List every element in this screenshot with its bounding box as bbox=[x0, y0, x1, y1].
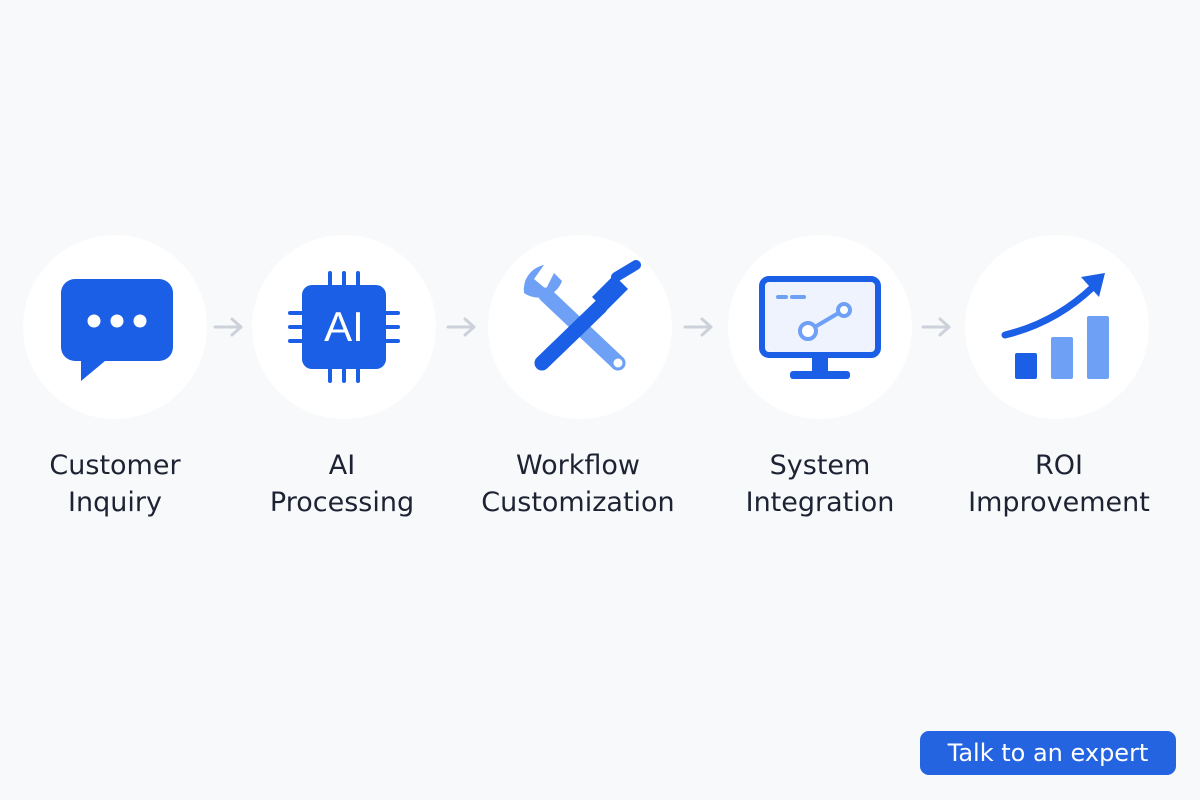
step-circle-roi-improvement bbox=[965, 235, 1149, 419]
step-circle-ai-processing: AI bbox=[252, 235, 436, 419]
arrow-right-icon bbox=[921, 317, 951, 337]
step-label-line: Customization bbox=[481, 487, 675, 518]
step-label-ai-processing: AI Processing bbox=[222, 447, 462, 521]
step-label-line: Inquiry bbox=[68, 487, 162, 518]
chip-label: AI bbox=[324, 303, 364, 350]
step-label-line: ROI bbox=[1035, 450, 1083, 481]
step-circle-workflow-customization bbox=[488, 235, 672, 419]
step-label-line: Integration bbox=[745, 487, 895, 518]
step-label-line: AI bbox=[328, 450, 356, 481]
step-label-line: Customer bbox=[49, 450, 181, 481]
step-label-line: Processing bbox=[269, 487, 415, 518]
step-label-line: System bbox=[769, 450, 871, 481]
talk-to-expert-button[interactable]: Talk to an expert bbox=[920, 731, 1176, 775]
chat-bubble-icon bbox=[61, 279, 173, 381]
step-label-customer-inquiry: Customer Inquiry bbox=[0, 447, 235, 521]
growth-chart-icon bbox=[1001, 273, 1109, 379]
arrow-right-icon bbox=[213, 317, 243, 337]
step-label-roi-improvement: ROI Improvement bbox=[939, 447, 1179, 521]
arrow-right-icon bbox=[446, 317, 476, 337]
ai-chip-icon: AI bbox=[288, 271, 400, 383]
arrow-right-icon bbox=[683, 317, 713, 337]
monitor-icon bbox=[759, 276, 881, 379]
step-label-line: Workflow bbox=[516, 450, 640, 481]
step-circle-customer-inquiry bbox=[23, 235, 207, 419]
wrench-screwdriver-icon bbox=[523, 260, 641, 371]
step-label-system-integration: System Integration bbox=[700, 447, 940, 521]
step-circle-system-integration bbox=[728, 235, 912, 419]
step-label-line: Improvement bbox=[968, 487, 1150, 518]
step-label-workflow-customization: Workflow Customization bbox=[458, 447, 698, 521]
